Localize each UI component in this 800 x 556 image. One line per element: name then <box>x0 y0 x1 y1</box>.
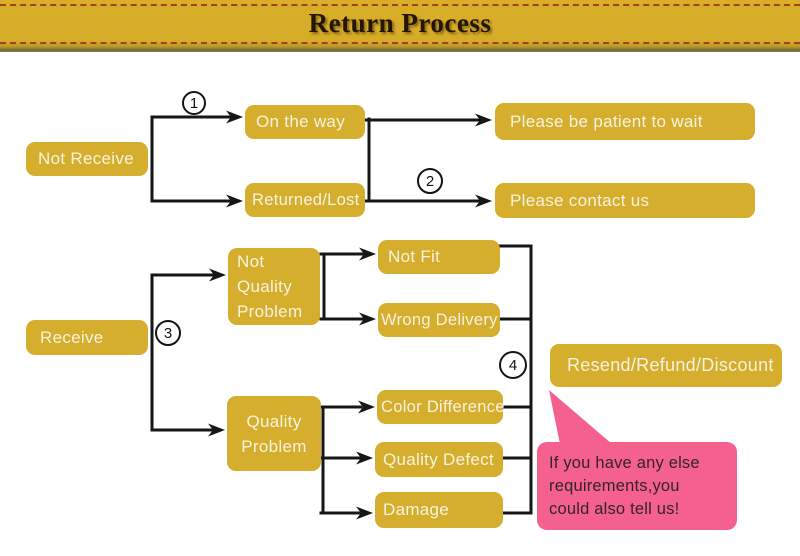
connector-group-collector <box>498 244 533 515</box>
node-not-receive: Not Receive <box>26 142 148 176</box>
banner-dashed-line-bottom <box>0 42 800 44</box>
page-title: Return Process <box>308 8 492 38</box>
speech-bubble-line: requirements,you <box>549 477 680 495</box>
node-not-quality-problem: Not Quality Problem <box>228 248 320 325</box>
speech-bubble: If you have any else requirements,you co… <box>537 442 737 530</box>
speech-bubble-line: could also tell us! <box>549 500 680 518</box>
connector-group-not-quality <box>319 247 376 326</box>
connector-group-quality <box>319 400 375 520</box>
node-wrong-delivery: Wrong Delivery <box>378 303 500 337</box>
connector-group-not-receive <box>150 110 243 208</box>
node-damage: Damage <box>375 492 503 528</box>
node-color-difference: Color Difference <box>377 390 504 424</box>
connector-group-receive <box>150 268 226 437</box>
node-please-be-patient: Please be patient to wait <box>495 103 755 140</box>
node-receive: Receive <box>26 320 148 355</box>
connector-group-top-right <box>363 113 492 208</box>
banner-dashed-line-top <box>0 4 800 6</box>
node-returned-lost: Returned/Lost <box>245 183 365 217</box>
step-marker-3: 3 <box>155 320 181 346</box>
step-marker-2: 2 <box>417 168 443 194</box>
node-quality-defect: Quality Defect <box>375 442 503 477</box>
node-quality-problem: Quality Problem <box>227 396 321 471</box>
node-not-fit: Not Fit <box>378 240 500 274</box>
speech-bubble-line: If you have any else <box>549 454 700 472</box>
title-banner: Return Process <box>0 0 800 52</box>
speech-bubble-tail <box>549 390 612 444</box>
node-please-contact-us: Please contact us <box>495 183 755 218</box>
step-marker-1: 1 <box>182 91 206 115</box>
node-resend-refund-discount: Resend/Refund/Discount <box>550 344 782 387</box>
step-marker-4: 4 <box>499 351 527 379</box>
node-on-the-way: On the way <box>245 105 365 139</box>
